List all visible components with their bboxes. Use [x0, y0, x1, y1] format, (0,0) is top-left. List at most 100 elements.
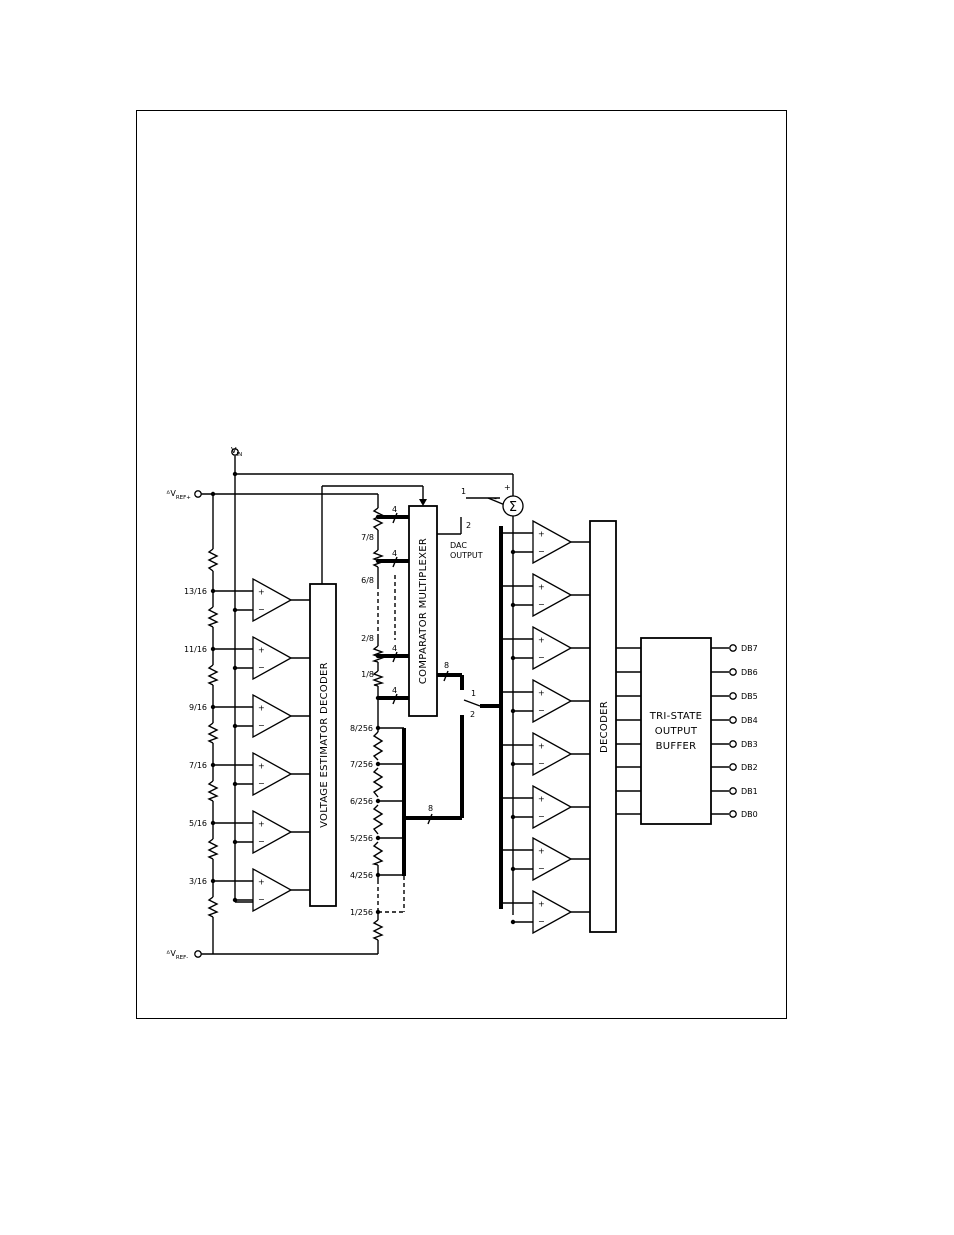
- output-terminal: [729, 740, 737, 748]
- output-buffer-label-line-2: OUTPUT: [655, 726, 698, 737]
- fine-comparator: +−: [532, 519, 573, 565]
- coarse-comparator: +−: [252, 867, 293, 913]
- vref-minus-label: ᐞVREF-: [166, 949, 188, 961]
- vref-plus-label: ᐞVREF+: [166, 489, 191, 501]
- junction-dot: [232, 839, 238, 845]
- output-pin-label: DB2: [741, 763, 758, 772]
- fine-tap-labels: 7/86/82/81/88/2567/2566/2565/2564/2561/2…: [350, 533, 374, 917]
- fine-tap-label: 7/256: [350, 760, 373, 769]
- plus-input-sign: +: [258, 820, 265, 829]
- fine-comparator: +−: [532, 625, 573, 671]
- comparator-triangle: [252, 693, 293, 739]
- minus-input-sign: −: [538, 812, 545, 821]
- junction-dot: [510, 866, 516, 872]
- fine-tap-label: 2/8: [361, 634, 374, 643]
- fine-comparator: +−: [532, 784, 573, 830]
- comparator-triangle: [532, 625, 573, 671]
- switch-position-1-label: 1: [461, 487, 466, 496]
- coarse-tap-label: 13/16: [184, 587, 207, 596]
- resistors: [207, 507, 385, 941]
- output-pin-label: DB5: [741, 692, 758, 701]
- comparator-triangle: [532, 836, 573, 882]
- minus-input-sign: −: [258, 779, 265, 788]
- fine-tap-label: 7/8: [361, 533, 374, 542]
- fine-comparator: +−: [532, 731, 573, 777]
- bus-width-label: 4: [392, 686, 397, 695]
- mux-switch-position-1-label: 1: [471, 689, 476, 698]
- minus-input-sign: −: [258, 721, 265, 730]
- output-pin-label: DB6: [741, 668, 758, 677]
- minus-input-sign: −: [538, 864, 545, 873]
- fine-tap-label: 6/8: [361, 576, 374, 585]
- output-buffer-label-line-3: BUFFER: [656, 741, 697, 752]
- summer-minus-sign: -: [494, 494, 497, 503]
- junction-dot: [210, 762, 216, 768]
- dac-output-label-line-2: OUTPUT: [450, 551, 483, 560]
- fine-comparator: +−: [532, 889, 573, 935]
- summer-plus-sign: +: [504, 483, 511, 492]
- comparator-multiplexer-label: COMPARATOR MULTIPLEXER: [418, 538, 429, 684]
- comparator-triangle: [532, 572, 573, 618]
- comparator-triangle: [252, 635, 293, 681]
- minus-input-sign: −: [538, 917, 545, 926]
- coarse-tap-label: 11/16: [184, 645, 207, 654]
- bus-width-label: 8: [428, 804, 433, 813]
- vin-label: VIN: [231, 446, 242, 458]
- fine-tap-label: 1/256: [350, 908, 373, 917]
- comparator-triangle: [532, 784, 573, 830]
- comparator-triangle: [252, 809, 293, 855]
- junction-dot: [210, 704, 216, 710]
- plus-input-sign: +: [258, 588, 265, 597]
- vref-plus-terminal: [194, 490, 202, 498]
- wiring: [201, 456, 641, 955]
- junction-dot: [510, 655, 516, 661]
- mux-switch-position-2-label: 2: [470, 710, 475, 719]
- fine-tap-label: 8/256: [350, 724, 373, 733]
- plus-input-sign: +: [258, 878, 265, 887]
- fine-comparator: +−: [532, 572, 573, 618]
- junction-dot: [510, 919, 516, 925]
- comparator-multiplexer-block: [408, 505, 438, 717]
- figure-frame: [136, 110, 787, 1019]
- plus-input-sign: +: [538, 583, 545, 592]
- junction-dot: [210, 820, 216, 826]
- dac-position-2-label: 2: [466, 521, 471, 530]
- junction-dot: [510, 708, 516, 714]
- bus-width-label: 4: [392, 505, 397, 514]
- junction-dot: [232, 897, 238, 903]
- minus-input-sign: −: [258, 663, 265, 672]
- output-pin-label: DB3: [741, 740, 758, 749]
- plus-input-sign: +: [538, 795, 545, 804]
- plus-input-sign: +: [258, 704, 265, 713]
- junction-dot: [510, 602, 516, 608]
- output-pin-label: DB1: [741, 787, 758, 796]
- bus-width-label: 4: [392, 644, 397, 653]
- minus-input-sign: −: [538, 600, 545, 609]
- junction-dot: [510, 549, 516, 555]
- junction-dots: [210, 471, 381, 915]
- junction-dot: [510, 814, 516, 820]
- junction-dot: [210, 646, 216, 652]
- fine-comparator: +−: [532, 678, 573, 724]
- plus-input-sign: +: [258, 762, 265, 771]
- comparator-triangle: [252, 751, 293, 797]
- coarse-comparator: +−: [252, 577, 293, 623]
- fine-tap-label: 4/256: [350, 871, 373, 880]
- minus-input-sign: −: [538, 547, 545, 556]
- comparator-triangle: [252, 867, 293, 913]
- coarse-comparator-array: +−+−+−+−+−+−: [210, 577, 310, 913]
- output-pin-label: DB4: [741, 716, 758, 725]
- coarse-tap-label: 3/16: [189, 877, 207, 886]
- fine-tap-label: 1/8: [361, 670, 374, 679]
- fine-tap-label: 6/256: [350, 797, 373, 806]
- fine-comparator-array: +−+−+−+−+−+−+−+−: [501, 519, 590, 935]
- coarse-comparator: +−: [252, 809, 293, 855]
- buses: [378, 512, 503, 909]
- minus-input-sign: −: [538, 653, 545, 662]
- plus-input-sign: +: [538, 636, 545, 645]
- coarse-comparator: +−: [252, 693, 293, 739]
- coarse-comparator: +−: [252, 635, 293, 681]
- coarse-tap-label: 7/16: [189, 761, 207, 770]
